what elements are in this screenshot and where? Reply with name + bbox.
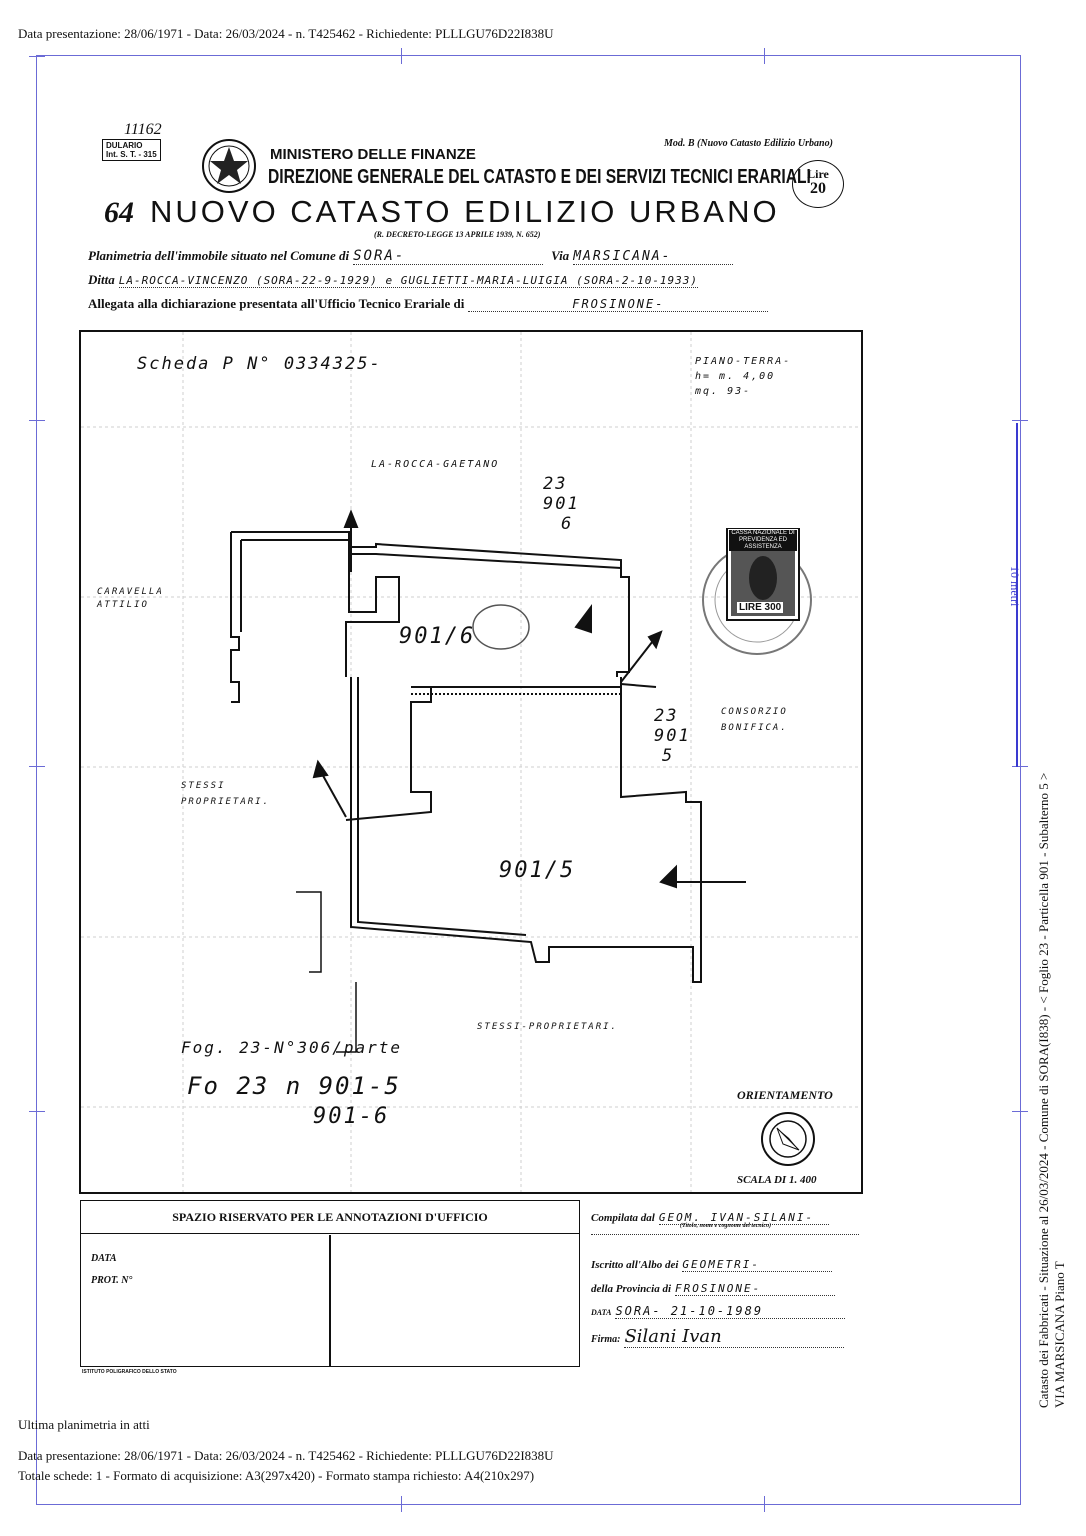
- stamp-top-text: CASSA NAZIONALE DI PREVIDENZA ED ASSISTE…: [729, 530, 797, 551]
- allegata-label: Allegata alla dichiarazione presentata a…: [88, 296, 465, 311]
- floor-plan: Scheda P N° 0334325- PIANO-TERRA- h= m. …: [79, 330, 863, 1194]
- page-title: NUOVO CATASTO EDILIZIO URBANO: [150, 194, 780, 229]
- east-neighbor: CONSORZIO BONIFICA.: [721, 704, 788, 736]
- office-data-label: DATA: [91, 1253, 117, 1264]
- header-line: Data presentazione: 28/06/1971 - Data: 2…: [18, 26, 554, 41]
- iscritto-label: Iscritto all'Albo dei: [591, 1259, 679, 1271]
- outer-frame: [29, 48, 1028, 1512]
- east-neighbor-line2: BONIFICA.: [721, 723, 788, 733]
- provincia-value: FROSINONE-: [675, 1282, 836, 1296]
- footer-ultima: Ultima planimetria in atti: [18, 1417, 150, 1432]
- footer-line-2: Totale schede: 1 - Formato di acquisizio…: [18, 1468, 535, 1483]
- lire-label: Lire: [807, 167, 829, 181]
- ditta-value: LA-ROCCA-VINCENZO (SORA-22-9-1929) e GUG…: [118, 274, 699, 288]
- data2-label: DATA: [591, 1308, 612, 1317]
- ministero-label: MINISTERO DELLE FINANZE: [270, 146, 476, 163]
- sw-neighbor: STESSI PROPRIETARI.: [181, 778, 270, 810]
- lire-value: 20: [810, 180, 826, 197]
- north-neighbor: LA-ROCCA-GAETANO: [371, 459, 500, 470]
- modulario-sub: Int. S. T. - 315: [106, 150, 157, 159]
- data2-value: SORA- 21-10-1989: [615, 1304, 846, 1319]
- via-label: Via: [551, 248, 570, 263]
- provincia-label: della Provincia di: [591, 1283, 672, 1295]
- allegata-row: Allegata alla dichiarazione presentata a…: [88, 295, 769, 313]
- printer-label: ISTITUTO POLIGRAFICO DELLO STATO: [82, 1369, 177, 1375]
- scale-label: 10 metri: [1008, 566, 1022, 607]
- ditta-row: Ditta LA-ROCCA-VINCENZO (SORA-22-9-1929)…: [88, 271, 868, 289]
- ditta-label: Ditta: [88, 272, 115, 287]
- compilata-value: GEOM. IVAN-SILANI-: [658, 1211, 829, 1225]
- lire-badge: Lire 20: [792, 160, 844, 208]
- sw-neighbor-line1: STESSI: [181, 781, 226, 791]
- room-lower-label: 901/5: [499, 858, 576, 883]
- ufficio-value: FROSINONE-: [468, 297, 769, 312]
- west-neighbor-line1: CARAVELLA: [97, 587, 164, 597]
- scheda-label: Scheda P N° 0334325-: [137, 354, 382, 374]
- firma-label: Firma:: [591, 1334, 621, 1345]
- direzione-label: DIREZIONE GENERALE DEL CATASTO E DEI SER…: [268, 166, 811, 188]
- iscritto-value: GEOMETRI-: [682, 1258, 833, 1272]
- title-prefix: 64: [104, 196, 134, 229]
- firma-row: Firma: Silani Ivan: [591, 1326, 845, 1348]
- iscritto-row: Iscritto all'Albo dei GEOMETRI-: [591, 1255, 833, 1273]
- compilata-row: Compilata dal GEOM. IVAN-SILANI-: [591, 1208, 829, 1226]
- data2-row: DATA SORA- 21-10-1989: [591, 1302, 846, 1320]
- modulario-box: DULARIO Int. S. T. - 315: [102, 139, 161, 161]
- side-line-1: Catasto dei Fabbricati - Situazione al 2…: [1036, 772, 1051, 1408]
- sw-neighbor-line2: PROPRIETARI.: [181, 797, 271, 807]
- superficie-label: mq. 93-: [695, 386, 752, 397]
- compilata-label: Compilata dal: [591, 1212, 655, 1224]
- east-neighbor-line1: CONSORZIO: [721, 707, 788, 717]
- spazio-label: SPAZIO RISERVATO PER LE ANNOTAZIONI D'UF…: [81, 1201, 579, 1234]
- piano-label: PIANO-TERRA-: [695, 356, 792, 367]
- stamp-value: LIRE 300: [737, 602, 784, 613]
- fog-line-1: Fog. 23-N°306/parte: [181, 1038, 403, 1057]
- via-value: MARSICANA-: [573, 249, 734, 265]
- decreto-label: (R. DECRETO-LEGGE 13 APRILE 1939, N. 652…: [374, 230, 541, 239]
- altezza-label: h= m. 4,00: [695, 371, 776, 382]
- north-ref-particella: 901: [543, 494, 580, 514]
- provincia-row: della Provincia di FROSINONE-: [591, 1279, 836, 1297]
- north-ref-sub: 6: [561, 514, 574, 534]
- east-ref-sub: 5: [662, 746, 675, 766]
- east-ref: 23 901 5: [654, 706, 691, 766]
- orientamento-label: ORIENTAMENTO: [737, 1088, 833, 1102]
- firma-signature: Silani Ivan: [624, 1326, 845, 1348]
- mod-label: Mod. B (Nuovo Catasto Edilizio Urbano): [664, 138, 833, 149]
- side-line-2: VIA MARSICANA Piano T: [1052, 1261, 1067, 1408]
- fog-line-2: Fo 23 n 901-5: [187, 1072, 401, 1100]
- scala-label: SCALA DI 1. 400: [737, 1174, 817, 1186]
- revenue-stamp: CASSA NAZIONALE DI PREVIDENZA ED ASSISTE…: [687, 527, 825, 658]
- west-neighbor: CARAVELLA ATTILIO: [97, 586, 164, 612]
- plan-drawing: [81, 332, 861, 1192]
- east-ref-foglio: 23: [654, 706, 679, 726]
- emblem-icon: [202, 139, 256, 193]
- west-neighbor-line2: ATTILIO: [97, 600, 149, 610]
- piano-info: PIANO-TERRA- h= m. 4,00 mq. 93-: [695, 354, 791, 399]
- north-ref-foglio: 23: [543, 474, 568, 494]
- scale-bar: [1016, 423, 1018, 767]
- room-upper-label: 901/6: [399, 624, 476, 649]
- fog-line-3: 901-6: [313, 1104, 390, 1129]
- footer-line-1: Data presentazione: 28/06/1971 - Data: 2…: [18, 1448, 554, 1463]
- south-neighbor: STESSI-PROPRIETARI.: [477, 1022, 618, 1032]
- east-ref-particella: 901: [654, 726, 691, 746]
- planimetria-row: Planimetria dell'immobile situato nel Co…: [88, 247, 858, 265]
- comune-value: SORA-: [353, 248, 544, 265]
- compass-icon: [761, 1112, 815, 1166]
- modulario-label: DULARIO: [106, 141, 143, 150]
- handwritten-number: 11162: [124, 121, 162, 138]
- north-ref: 23 901 6: [543, 474, 580, 534]
- office-annotations-box: SPAZIO RISERVATO PER LE ANNOTAZIONI D'UF…: [80, 1200, 580, 1367]
- planimetria-label: Planimetria dell'immobile situato nel Co…: [88, 248, 350, 263]
- compilata-sub: (Titolo, nome e cognome del tecnico): [680, 1223, 772, 1229]
- office-prot-label: PROT. N°: [91, 1275, 133, 1286]
